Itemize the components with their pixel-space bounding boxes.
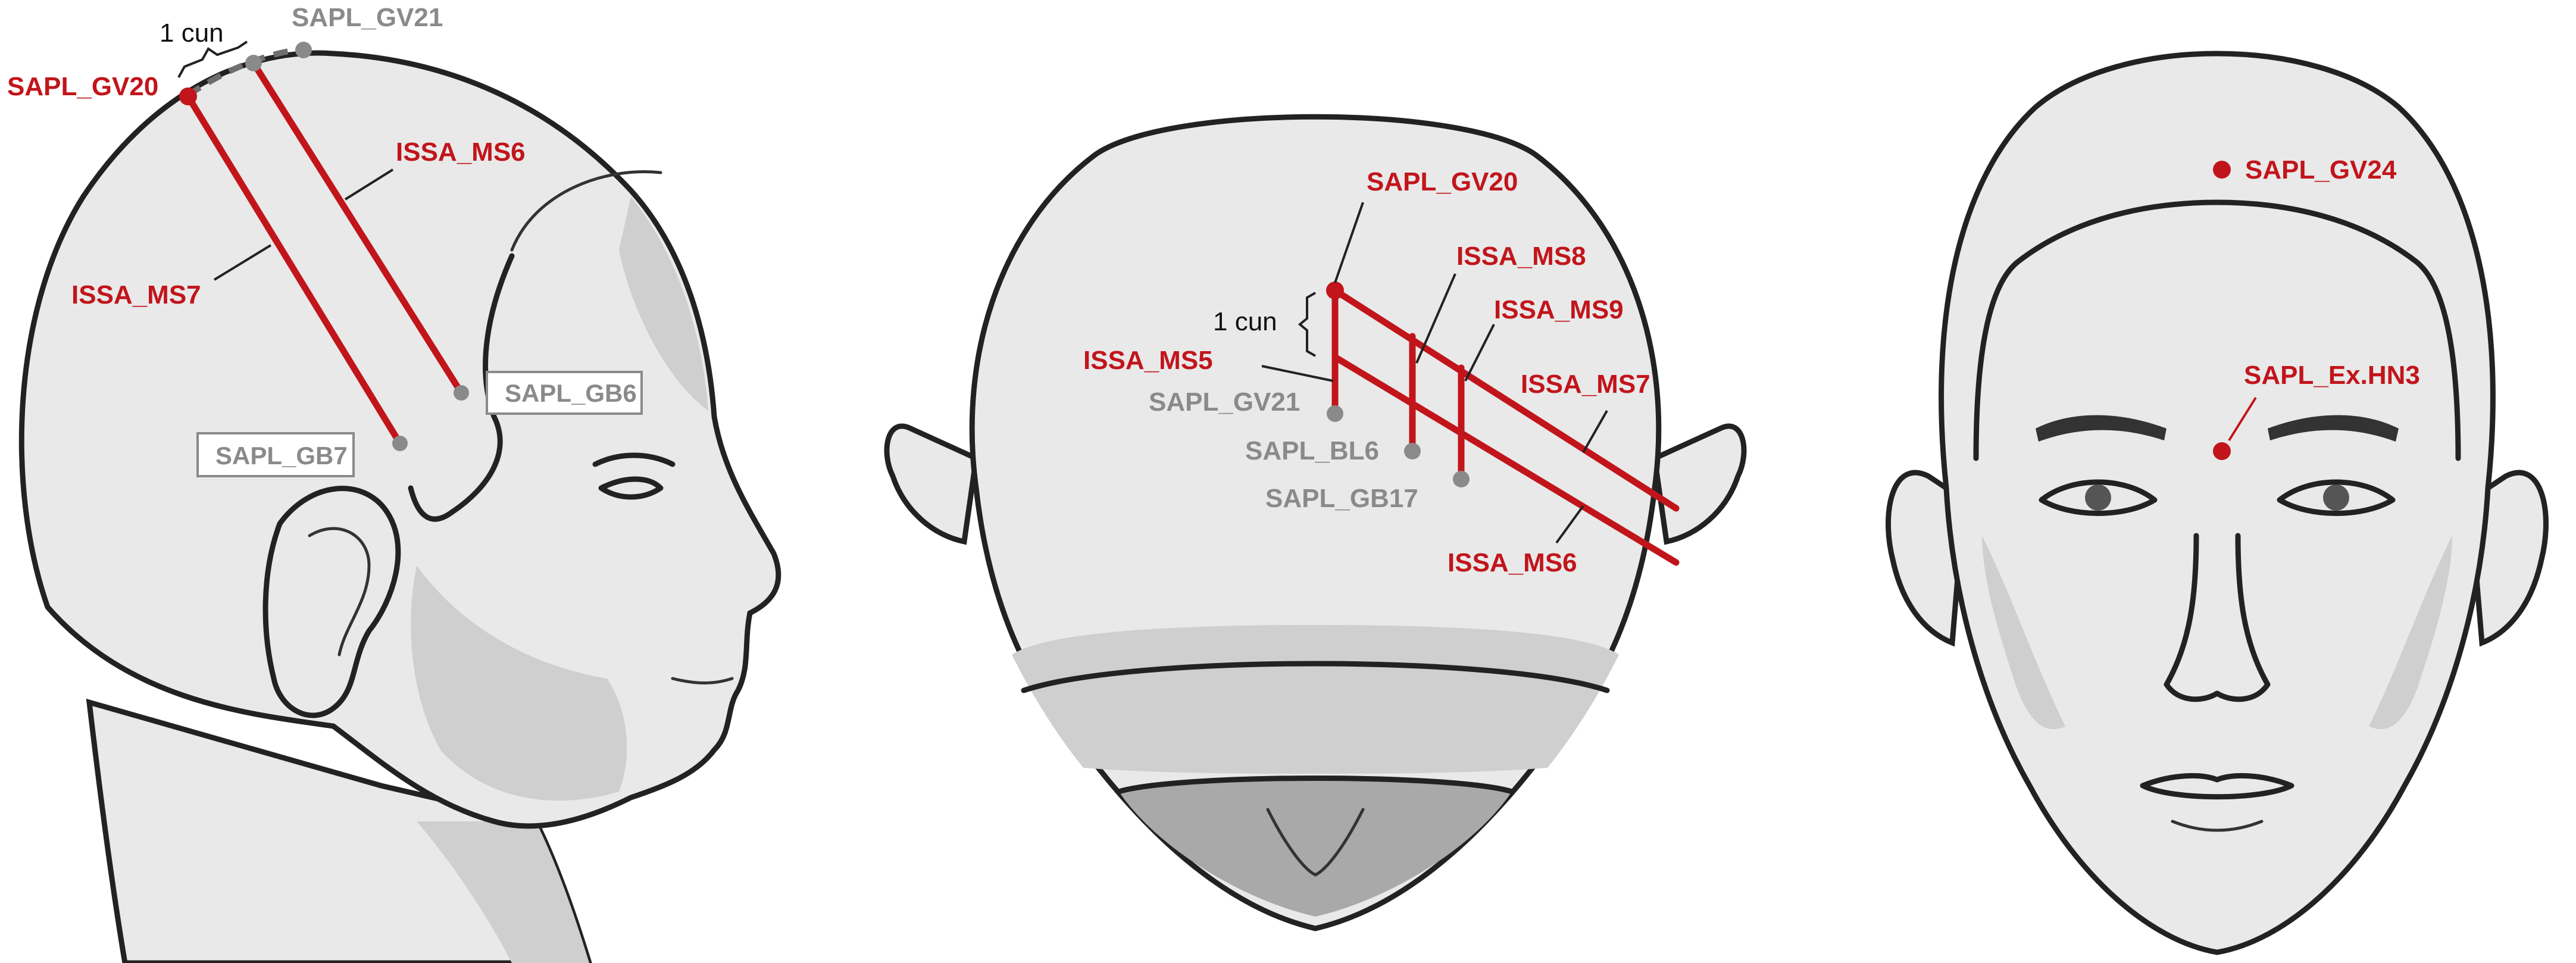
front-cheek-shade-left [1982, 536, 2065, 730]
front-label-exhn3: SAPL_Ex.HN3 [2244, 361, 2420, 390]
side-ear-inner [308, 527, 371, 656]
side-line-ms7 [185, 93, 404, 447]
front-label-gv24: SAPL_GV24 [2245, 155, 2397, 185]
side-cun-label: 1 cun [160, 18, 224, 48]
top-cun-label: 1 cun [1213, 307, 1277, 336]
side-label-gv20: SAPL_GV20 [7, 72, 158, 101]
side-label-ms7: ISSA_MS7 [71, 280, 201, 309]
side-box-gb7 [196, 432, 355, 477]
top-label-ms9: ISSA_MS9 [1494, 295, 1624, 324]
top-point-gb17 [1453, 471, 1470, 487]
front-brow-left [2036, 415, 2167, 442]
side-label-gb6: SAPL_GB6 [505, 379, 637, 407]
front-brow-right [2268, 415, 2399, 442]
top-leader-ms6 [1555, 505, 1584, 544]
side-point-gv21-near [245, 55, 262, 71]
side-line-ms6 [250, 60, 465, 396]
front-mouth [2140, 773, 2294, 800]
side-leader-ms7 [213, 244, 272, 281]
side-view-panel: 1 cun SAPL_GV21 SAPL_GV20 ISSA_MS6 ISSA_… [7, 3, 781, 963]
front-lower-lip [2171, 820, 2264, 832]
top-face-shade [1119, 778, 1512, 917]
front-eye-left [2039, 479, 2158, 516]
top-label-gb17: SAPL_GB17 [1265, 484, 1418, 513]
front-eye-right [2277, 479, 2396, 516]
top-label-gv20: SAPL_GV20 [1367, 167, 1518, 196]
top-cun-bracket [1298, 292, 1316, 357]
side-cun-bracket [177, 40, 248, 78]
top-nose [1266, 808, 1365, 877]
top-point-gv21 [1327, 405, 1343, 422]
front-pupil-right [2323, 484, 2349, 511]
top-label-gv21: SAPL_GV21 [1149, 387, 1300, 417]
front-view-panel: SAPL_GV24 SAPL_Ex.HN3 [1886, 51, 2549, 955]
side-leader-ms6 [344, 168, 394, 201]
side-label-gb7: SAPL_GB7 [215, 442, 348, 470]
front-cheek-shade-right [2369, 536, 2452, 730]
top-point-gv20 [1326, 282, 1344, 299]
top-label-ms7: ISSA_MS7 [1521, 370, 1650, 399]
side-sideburn [408, 253, 515, 522]
top-leader-ms7 [1582, 410, 1608, 453]
side-box-gb6 [486, 371, 643, 415]
top-forehead-shade [1012, 625, 1619, 774]
front-ear-right [2467, 470, 2549, 647]
front-face [1939, 51, 2496, 955]
side-point-gv20 [179, 87, 197, 105]
top-line-ms7 [1331, 287, 1680, 512]
side-cheek-shade [411, 565, 627, 801]
top-label-ms8: ISSA_MS8 [1456, 242, 1586, 271]
top-leader-ms5 [1261, 365, 1334, 382]
top-eyebrow-ridge [1116, 776, 1515, 795]
side-point-gv21 [295, 42, 312, 58]
top-line-ms6 [1331, 354, 1680, 566]
top-label-ms6: ISSA_MS6 [1448, 548, 1577, 577]
top-view-panel: 1 cun SAPL_GV20 ISSA_MS8 ISSA_MS9 ISSA_M… [884, 114, 1747, 931]
side-mouth [671, 677, 734, 684]
front-nose [2164, 533, 2271, 702]
side-neck-shadow [417, 821, 589, 963]
side-label-gv21: SAPL_GV21 [292, 3, 443, 32]
front-pupil-left [2085, 484, 2111, 511]
front-leader-exhn3 [2228, 396, 2257, 442]
top-ear-right [1652, 423, 1747, 545]
top-leader-ms8 [1415, 273, 1456, 364]
side-hairline [510, 170, 662, 252]
top-point-bl6 [1404, 443, 1421, 459]
top-ear-left [884, 423, 979, 545]
top-label-ms5: ISSA_MS5 [1083, 346, 1213, 375]
front-ear-left [1886, 470, 1967, 647]
side-point-gb6 [454, 385, 469, 401]
side-eye [598, 476, 664, 500]
top-leader-gv20 [1334, 202, 1364, 283]
top-brow-line [1021, 661, 1610, 693]
front-hairline [1973, 199, 2461, 461]
side-point-gb7 [392, 436, 408, 451]
side-brow [592, 452, 676, 467]
side-forehead-shade [619, 196, 708, 411]
front-point-exhn3 [2213, 442, 2231, 460]
side-label-ms6: ISSA_MS6 [396, 137, 526, 167]
top-leader-ms9 [1464, 324, 1495, 382]
front-point-gv24 [2213, 161, 2231, 179]
top-label-bl6: SAPL_BL6 [1245, 436, 1379, 465]
side-dotted-arc [186, 46, 307, 98]
